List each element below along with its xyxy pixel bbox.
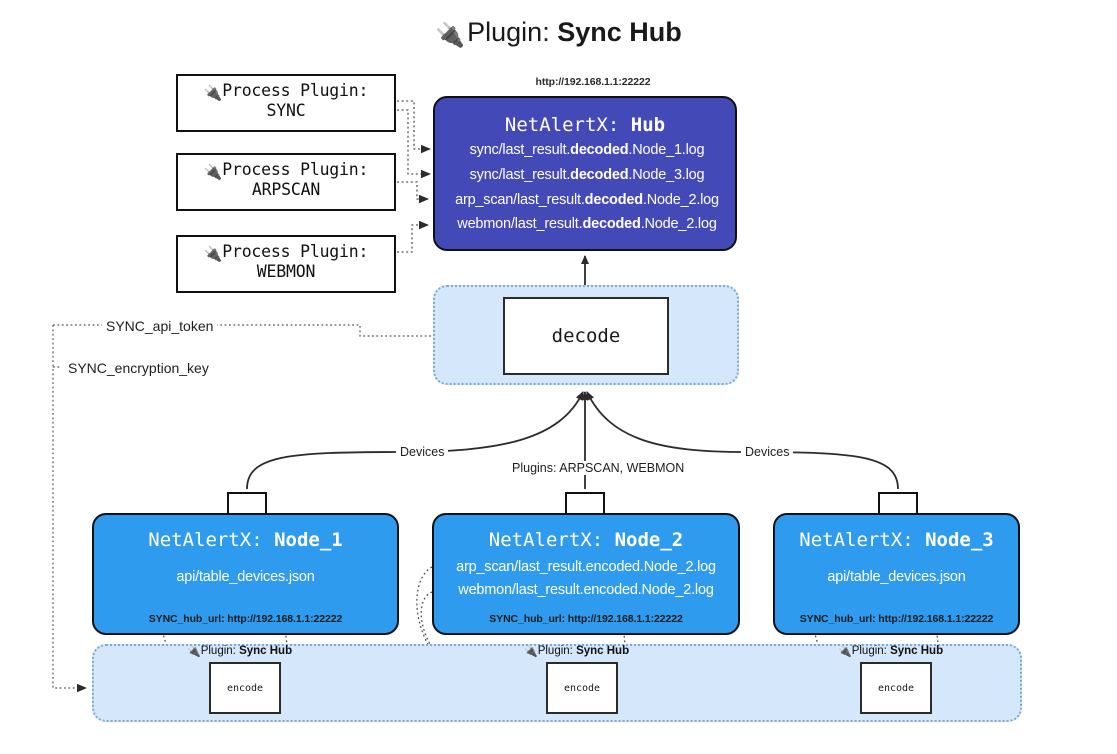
hub-node[interactable]: NetAlertX: Hub sync/last_result.decoded.… [433,96,737,251]
process-plugin-sync-line1: Process Plugin: [222,81,369,100]
hub-log-3-pre: webmon/last_result. [457,216,583,232]
encoder-3-caption-prefix: Plugin: [851,645,891,657]
decode-box[interactable]: decode [503,297,669,375]
hub-log-2-post: .Node_2.log [642,192,719,208]
node-3-log: api/table_devices.json [827,569,966,585]
node-2-hub-url: SYNC_hub_url: http://192.168.1.1:22222 [434,613,738,625]
hub-log-2-pre: arp_scan/last_result. [455,192,585,208]
node-3[interactable]: NetAlertX: Node_3 api/table_devices.json… [773,513,1020,635]
plug-icon: 🔌 [435,22,466,49]
plug-icon: 🔌 [187,646,201,658]
process-plugin-webmon[interactable]: 🔌Process Plugin: WEBMON [176,235,396,293]
node-1-title-prefix: NetAlertX: [148,529,275,551]
process-plugin-sync[interactable]: 🔌Process Plugin: SYNC [176,74,396,132]
hub-title: NetAlertX: Hub [435,114,735,136]
encoder-3-caption: 🔌Plugin: Sync Hub [838,645,943,658]
hub-log-3-bold: decoded [582,216,641,232]
edge-label-plugins: Plugins: ARPSCAN, WEBMON [508,461,689,475]
node-3-hub-url-label: SYNC_hub_url: [799,613,879,625]
sync-encryption-key-label: SYNC_encryption_key [64,360,213,376]
process-plugin-sync-line2: SYNC [266,100,306,120]
node-1-hub-url-value: http://192.168.1.1:22222 [227,613,343,625]
plug-icon: 🔌 [203,84,223,102]
process-plugin-arpscan[interactable]: 🔌Process Plugin: ARPSCAN [176,153,396,211]
hub-log-2-bold: decoded [584,192,643,208]
node-2-title-prefix: NetAlertX: [488,529,615,551]
edge-label-devices-right: Devices [741,445,794,459]
hub-log-1-bold: decoded [570,167,629,183]
hub-log-0-post: .Node_1.log [628,142,705,158]
node-3-title-prefix: NetAlertX: [799,529,926,551]
node-3-hub-url-value: http://192.168.1.1:22222 [878,613,994,625]
hub-log-line: webmon/last_result.decoded.Node_2.log [435,216,739,232]
plug-icon: 🔌 [203,163,223,181]
sync-api-token-label: SYNC_api_token [102,318,218,334]
hub-log-line: arp_scan/last_result.decoded.Node_2.log [435,192,739,208]
encoder-2-caption-name: Sync Hub [576,645,630,657]
hub-title-name: Hub [630,114,666,136]
process-plugin-webmon-line1: Process Plugin: [222,242,369,261]
encoder-2-caption: 🔌Plugin: Sync Hub [524,645,629,658]
node-2-log: webmon/last_result.encoded.Node_2.log [458,582,714,598]
page-title-prefix: Plugin: [467,17,558,47]
plug-icon: 🔌 [838,646,852,658]
hub-log-line: sync/last_result.decoded.Node_1.log [435,142,739,158]
encoder-3-caption-name: Sync Hub [890,645,944,657]
node-2[interactable]: NetAlertX: Node_2 arp_scan/last_result.e… [432,513,740,635]
node-2-log: arp_scan/last_result.encoded.Node_2.log [456,559,716,575]
node-2-title-name: Node_2 [614,529,684,551]
node-1-title-name: Node_1 [274,529,343,551]
node-3-title-name: Node_3 [925,529,994,551]
encoder-2-caption-prefix: Plugin: [537,645,577,657]
node-1-hub-url: SYNC_hub_url: http://192.168.1.1:22222 [94,613,397,625]
encode-box-node-2[interactable]: encode [546,662,618,714]
node-2-hub-url-value: http://192.168.1.1:22222 [567,613,683,625]
hub-log-line: sync/last_result.decoded.Node_3.log [435,167,739,183]
node-3-title: NetAlertX: Node_3 [775,529,1018,551]
encoder-1-caption-name: Sync Hub [239,645,293,657]
encode-box-node-3[interactable]: encode [860,662,932,714]
encoder-1-caption: 🔌Plugin: Sync Hub [187,645,292,658]
process-plugin-arpscan-line2: ARPSCAN [251,179,321,199]
node-1-hub-url-label: SYNC_hub_url: [148,613,228,625]
process-plugin-webmon-line2: WEBMON [256,261,316,281]
plug-icon: 🔌 [524,646,538,658]
hub-log-1-post: .Node_3.log [628,167,705,183]
hub-log-0-pre: sync/last_result. [469,142,571,158]
edge-label-devices-left: Devices [396,445,449,459]
node-1-title: NetAlertX: Node_1 [94,529,397,551]
plug-icon: 🔌 [203,245,223,263]
node-2-title: NetAlertX: Node_2 [434,529,738,551]
node-1[interactable]: NetAlertX: Node_1 api/table_devices.json… [92,513,399,635]
hub-log-0-bold: decoded [570,142,629,158]
hub-url-label: http://192.168.1.1:22222 [535,76,651,88]
page-title-name: Sync Hub [557,17,682,47]
encode-box-node-1[interactable]: encode [209,662,281,714]
hub-log-1-pre: sync/last_result. [469,167,571,183]
node-2-hub-url-label: SYNC_hub_url: [489,613,568,625]
node-1-log: api/table_devices.json [176,569,315,585]
hub-log-3-post: .Node_2.log [640,216,717,232]
hub-title-prefix: NetAlertX: [504,114,631,136]
node-3-hub-url: SYNC_hub_url: http://192.168.1.1:22222 [775,613,1018,625]
page-title: 🔌Plugin: Sync Hub [0,17,1117,50]
encoder-1-caption-prefix: Plugin: [200,645,240,657]
process-plugin-arpscan-line1: Process Plugin: [222,160,369,179]
